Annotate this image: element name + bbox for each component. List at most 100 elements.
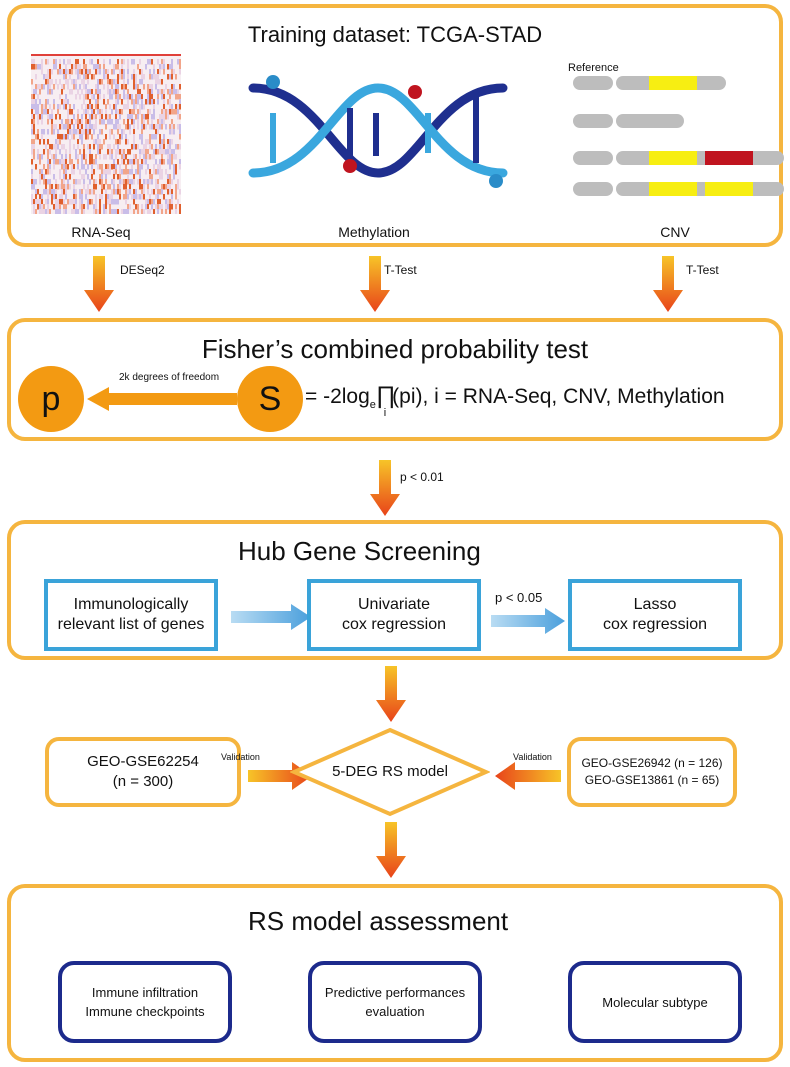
heatmap-cell [55, 179, 57, 185]
heatmap-cell [73, 189, 75, 195]
heatmap-cell [97, 69, 99, 75]
heatmap-cell [55, 114, 57, 120]
heatmap-cell [109, 204, 111, 210]
heatmap-cell [139, 179, 141, 185]
heatmap-cell [95, 179, 97, 185]
heatmap-cell [175, 209, 177, 214]
down-arrow-cnv [653, 256, 683, 312]
heatmap-cell [135, 169, 137, 175]
heatmap-cell [153, 199, 155, 205]
heatmap-cell [125, 169, 127, 175]
heatmap-cell [89, 99, 91, 105]
heatmap-cell [49, 74, 51, 80]
heatmap-cell [77, 164, 79, 170]
heatmap-cell [161, 114, 163, 120]
heatmap-cell [137, 179, 139, 185]
heatmap-cell [41, 109, 43, 115]
heatmap-cell [137, 119, 139, 125]
heatmap-cell [51, 144, 53, 150]
heatmap-cell [33, 129, 35, 135]
heatmap-cell [79, 149, 81, 155]
formula-sub-i: i [383, 407, 387, 420]
heatmap-cell [63, 84, 65, 90]
methyl-dot [266, 75, 280, 89]
heatmap-cell [151, 114, 153, 120]
heatmap-cell [165, 204, 167, 210]
heatmap-cell [121, 169, 123, 175]
heatmap-cell [101, 179, 103, 185]
heatmap-cell [149, 124, 151, 130]
heatmap-cell [157, 124, 159, 130]
assessment-panel: RS model assessment Immune infiltration … [7, 884, 783, 1062]
heatmap-cell [67, 179, 69, 185]
heatmap-cell [31, 159, 33, 165]
training-title: Training dataset: TCGA-STAD [247, 22, 543, 47]
heatmap-cell [107, 84, 109, 90]
heatmap-cell [141, 104, 143, 110]
heatmap-cell [71, 164, 73, 170]
heatmap-cell [143, 159, 145, 165]
heatmap-cell [73, 199, 75, 205]
heatmap-cell [69, 144, 71, 150]
heatmap-cell [55, 154, 57, 160]
heatmap-cell [111, 84, 113, 90]
heatmap-cell [79, 84, 81, 90]
heatmap-cell [131, 159, 133, 165]
heatmap-cell [143, 119, 145, 125]
heatmap-cell [43, 204, 45, 210]
heatmap-cell [177, 199, 179, 205]
heatmap-cell [133, 174, 135, 180]
cnv-label: CNV [660, 224, 690, 240]
heatmap-cell [165, 149, 167, 155]
heatmap-cell [165, 169, 167, 175]
heatmap-cell [65, 189, 67, 195]
heatmap-cell [163, 59, 165, 65]
heatmap-cell [95, 124, 97, 130]
heatmap-cell [93, 144, 95, 150]
heatmap-cell [67, 134, 69, 140]
heatmap-cell [169, 139, 171, 145]
heatmap-cell [177, 184, 179, 190]
heatmap-cell [97, 139, 99, 145]
heatmap-cell [49, 79, 51, 85]
heatmap-cell [57, 129, 59, 135]
heatmap-cell [115, 164, 117, 170]
heatmap-cell [39, 209, 41, 214]
heatmap-cell [37, 129, 39, 135]
heatmap-cell [125, 179, 127, 185]
heatmap-cell [65, 184, 67, 190]
heatmap-cell [157, 184, 159, 190]
heatmap-cell [131, 99, 133, 105]
heatmap-cell [169, 154, 171, 160]
heatmap-cell [163, 89, 165, 95]
heatmap-cell [55, 159, 57, 165]
heatmap-cell [171, 179, 173, 185]
heatmap-cell [105, 154, 107, 160]
heatmap-cell [33, 149, 35, 155]
heatmap-cell [47, 209, 49, 214]
heatmap-cell [59, 134, 61, 140]
heatmap-cell [169, 94, 171, 100]
heatmap-cell [99, 129, 101, 135]
heatmap-cell [135, 79, 137, 85]
heatmap-cell [59, 139, 61, 145]
heatmap-cell [163, 139, 165, 145]
heatmap-cell [161, 159, 163, 165]
heatmap-cell [129, 94, 131, 100]
heatmap-cell [99, 209, 101, 214]
heatmap-cell [161, 144, 163, 150]
heatmap-cell [95, 209, 97, 214]
heatmap-cell [167, 99, 169, 105]
heatmap-cell [77, 159, 79, 165]
heatmap-cell [39, 159, 41, 165]
heatmap-cell [43, 174, 45, 180]
heatmap-cell [151, 89, 153, 95]
heatmap-cell [77, 59, 79, 65]
heatmap-cell [83, 204, 85, 210]
heatmap-cell [175, 204, 177, 210]
heatmap-cell [69, 184, 71, 190]
heatmap-cell [61, 194, 63, 200]
heatmap-cell [151, 59, 153, 65]
heatmap-cell [167, 179, 169, 185]
heatmap-cell [137, 144, 139, 150]
